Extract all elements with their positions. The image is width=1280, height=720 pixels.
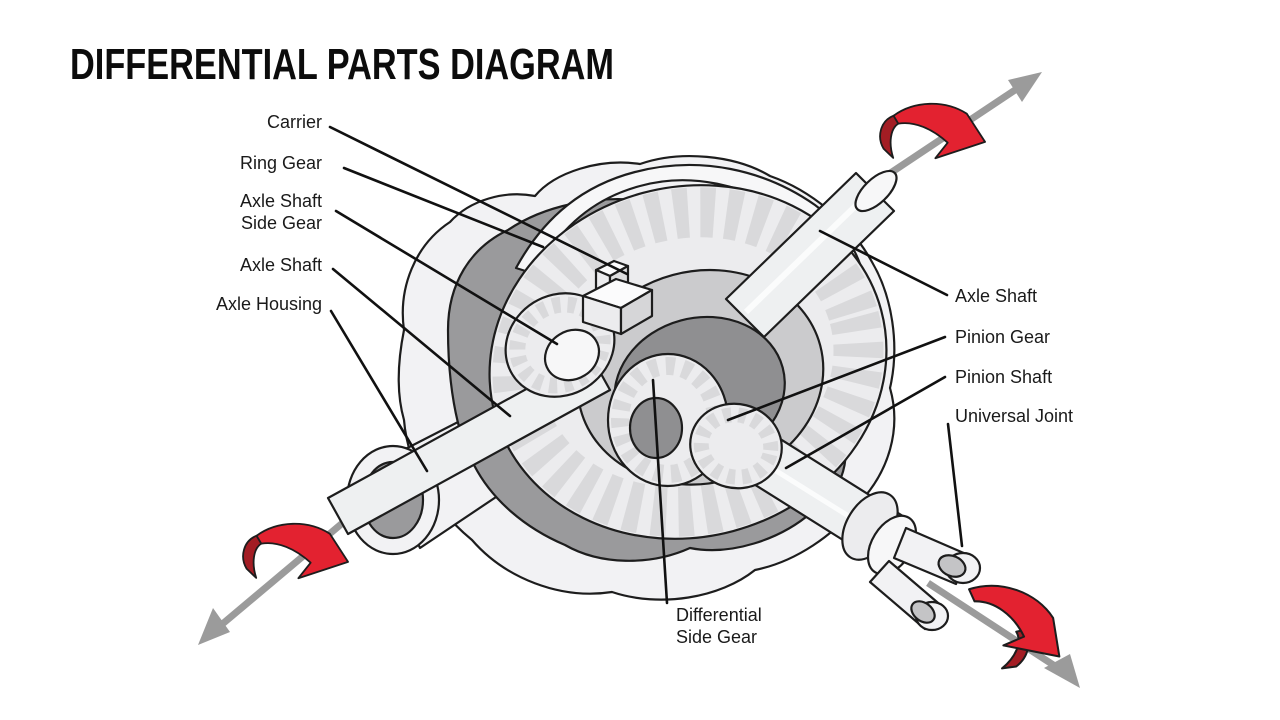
label-universal-joint: Universal Joint <box>955 406 1074 426</box>
label-axle-shaft-side-gear: Axle Shaft Side Gear <box>239 191 322 233</box>
rotation-arrow-top-right-icon <box>879 102 986 160</box>
label-carrier: Carrier <box>266 112 322 132</box>
rotation-arrow-bottom-left-icon <box>242 522 349 580</box>
label-ring-gear: Ring Gear <box>239 153 322 173</box>
label-pinion-gear: Pinion Gear <box>955 327 1051 347</box>
label-pinion-shaft: Pinion Shaft <box>955 367 1053 387</box>
label-axle-housing: Axle Housing <box>215 294 322 314</box>
axis-arrow-bottom-right <box>926 580 1080 688</box>
leader-axle-housing <box>329 309 429 473</box>
axle-shaft-left-shape <box>326 352 612 536</box>
leader-axle-shaft-left <box>331 267 512 418</box>
label-axle-shaft-right: Axle Shaft <box>955 286 1038 306</box>
leader-axle-shaft-right <box>818 229 949 297</box>
leader-differential-side-gear <box>651 378 669 605</box>
rotation-arrow-bottom-right-icon <box>968 584 1061 670</box>
pinion-gear-shape <box>689 402 783 490</box>
leader-axle-shaft-side-gear <box>334 209 559 346</box>
leader-lines <box>328 125 964 605</box>
page-title: DIFFERENTIAL PARTS DIAGRAM <box>70 40 615 89</box>
leader-ring-gear <box>342 166 545 249</box>
label-axle-shaft-left: Axle Shaft <box>239 255 322 275</box>
leader-universal-joint <box>946 422 964 548</box>
leader-carrier <box>328 125 629 276</box>
axis-arrow-bottom-left <box>198 507 361 645</box>
leader-pinion-shaft <box>784 375 947 470</box>
axle-shaft-right-shape <box>724 169 898 339</box>
label-differential-side-gear: Differential Side Gear <box>676 605 762 647</box>
universal-joint-shape <box>841 491 982 632</box>
leader-pinion-gear <box>726 335 947 422</box>
carrier-shape <box>581 259 654 336</box>
